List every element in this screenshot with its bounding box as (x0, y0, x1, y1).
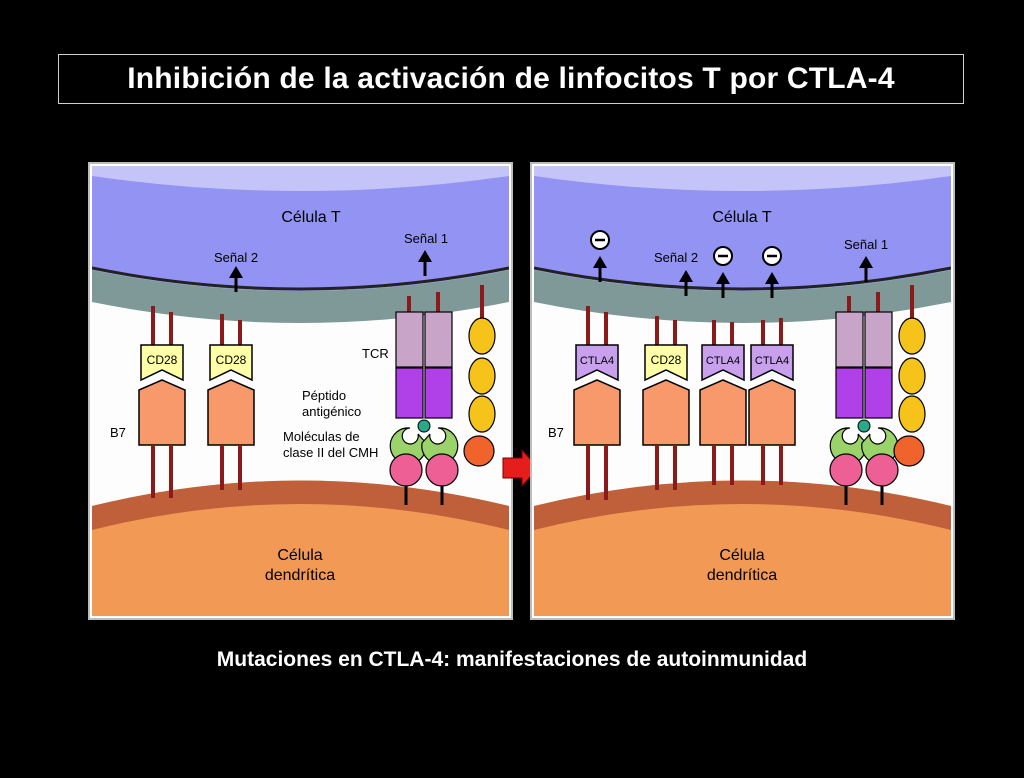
right-t-cell (534, 166, 951, 291)
left-tcr-complex (389, 292, 459, 505)
left-cd28-label-1: CD28 (147, 353, 178, 367)
left-dendritic-cell (92, 480, 509, 616)
left-cd28-receptor-2 (209, 344, 253, 382)
right-ctla4-label-2: CTLA4 (706, 355, 740, 367)
left-tcr-chain-b (424, 311, 453, 368)
right-coreceptor-chain (893, 285, 926, 467)
right-tcr-complex (829, 292, 899, 505)
slide-caption: Mutaciones en CTLA-4: manifestaciones de… (216, 648, 808, 671)
left-dendritic-label-1: Célula (277, 547, 322, 564)
left-b7-ligand-1 (138, 379, 186, 446)
right-ctla4-label-1: CTLA4 (580, 355, 614, 367)
right-inhibit-icon-1 (589, 229, 611, 251)
left-t-cell-membrane (92, 270, 509, 323)
right-mhc-molecule-a (829, 453, 863, 487)
right-b7-ligand-4 (748, 379, 796, 446)
left-peptide-label-2: antigénico (302, 404, 361, 419)
right-inhibit-icon-2 (712, 245, 734, 267)
left-cd28-receptor-1 (140, 344, 184, 382)
right-t-cell-membrane (534, 270, 951, 323)
left-panel: Célula T Señal 2 Señal 1 CD28 CD28 B7 (88, 162, 513, 620)
left-mhc-label-2: clase II del CMH (283, 445, 378, 460)
right-cd28-receptor (644, 344, 688, 382)
right-antigen-peptide (857, 419, 871, 433)
right-signal2-label: Señal 2 (654, 250, 698, 265)
right-b7-label: B7 (548, 425, 564, 440)
right-dendritic-label-2: dendrítica (707, 567, 777, 584)
right-ctla4-b7-pair-1: CTLA4 (573, 306, 621, 500)
left-cd28-b7-pair-2: CD28 (207, 314, 255, 490)
left-tcr-label: TCR (362, 346, 389, 361)
right-ctla4-receptor-2 (701, 344, 745, 382)
right-b7-ligand-3 (699, 379, 747, 446)
left-peptide-label-1: Péptido (302, 388, 346, 403)
right-mhc-molecule-b (865, 453, 899, 487)
left-signal2-label: Señal 2 (214, 250, 258, 265)
right-t-cell-label: Célula T (712, 209, 772, 226)
left-b7-ligand-2 (207, 379, 255, 446)
slide-title: Inhibición de la activación de linfocito… (58, 54, 964, 104)
left-coreceptor-chain (463, 285, 496, 467)
left-cd28-label-2: CD28 (216, 353, 247, 367)
left-mhc-molecule-a (389, 453, 423, 487)
right-tcr-chain-b (864, 311, 893, 368)
right-tcr-chain-a (835, 311, 864, 368)
right-cd28-b7-pair: CD28 (642, 316, 690, 490)
right-panel: Célula T Señal 2 Señal 1 CTLA4 CD28 (530, 162, 955, 620)
left-mhc-label-1: Moléculas de (283, 429, 360, 444)
right-b7-ligand-2 (642, 379, 690, 446)
right-signal1-label: Señal 1 (844, 237, 888, 252)
right-inhibit-icon-3 (761, 245, 783, 267)
right-ctla4-b7-pair-3: CTLA4 (748, 318, 796, 485)
right-ctla4-b7-pair-2: CTLA4 (699, 320, 747, 485)
right-ctla4-label-3: CTLA4 (755, 355, 789, 367)
left-dendritic-label-2: dendrítica (265, 567, 335, 584)
right-cd28-label: CD28 (651, 353, 682, 367)
left-t-cell (92, 166, 509, 291)
right-b7-ligand-1 (573, 379, 621, 446)
right-dendritic-label-1: Célula (719, 547, 764, 564)
left-t-cell-label: Célula T (281, 209, 341, 226)
right-dendritic-cell (534, 480, 951, 616)
left-antigen-peptide (417, 419, 431, 433)
left-signal1-label: Señal 1 (404, 231, 448, 246)
right-ctla4-receptor-1 (575, 344, 619, 382)
left-tcr-chain-a (395, 311, 424, 368)
left-b7-label: B7 (110, 425, 126, 440)
right-ctla4-receptor-3 (750, 344, 794, 382)
left-cd28-b7-pair-1: CD28 (138, 306, 186, 498)
left-mhc-molecule-b (425, 453, 459, 487)
